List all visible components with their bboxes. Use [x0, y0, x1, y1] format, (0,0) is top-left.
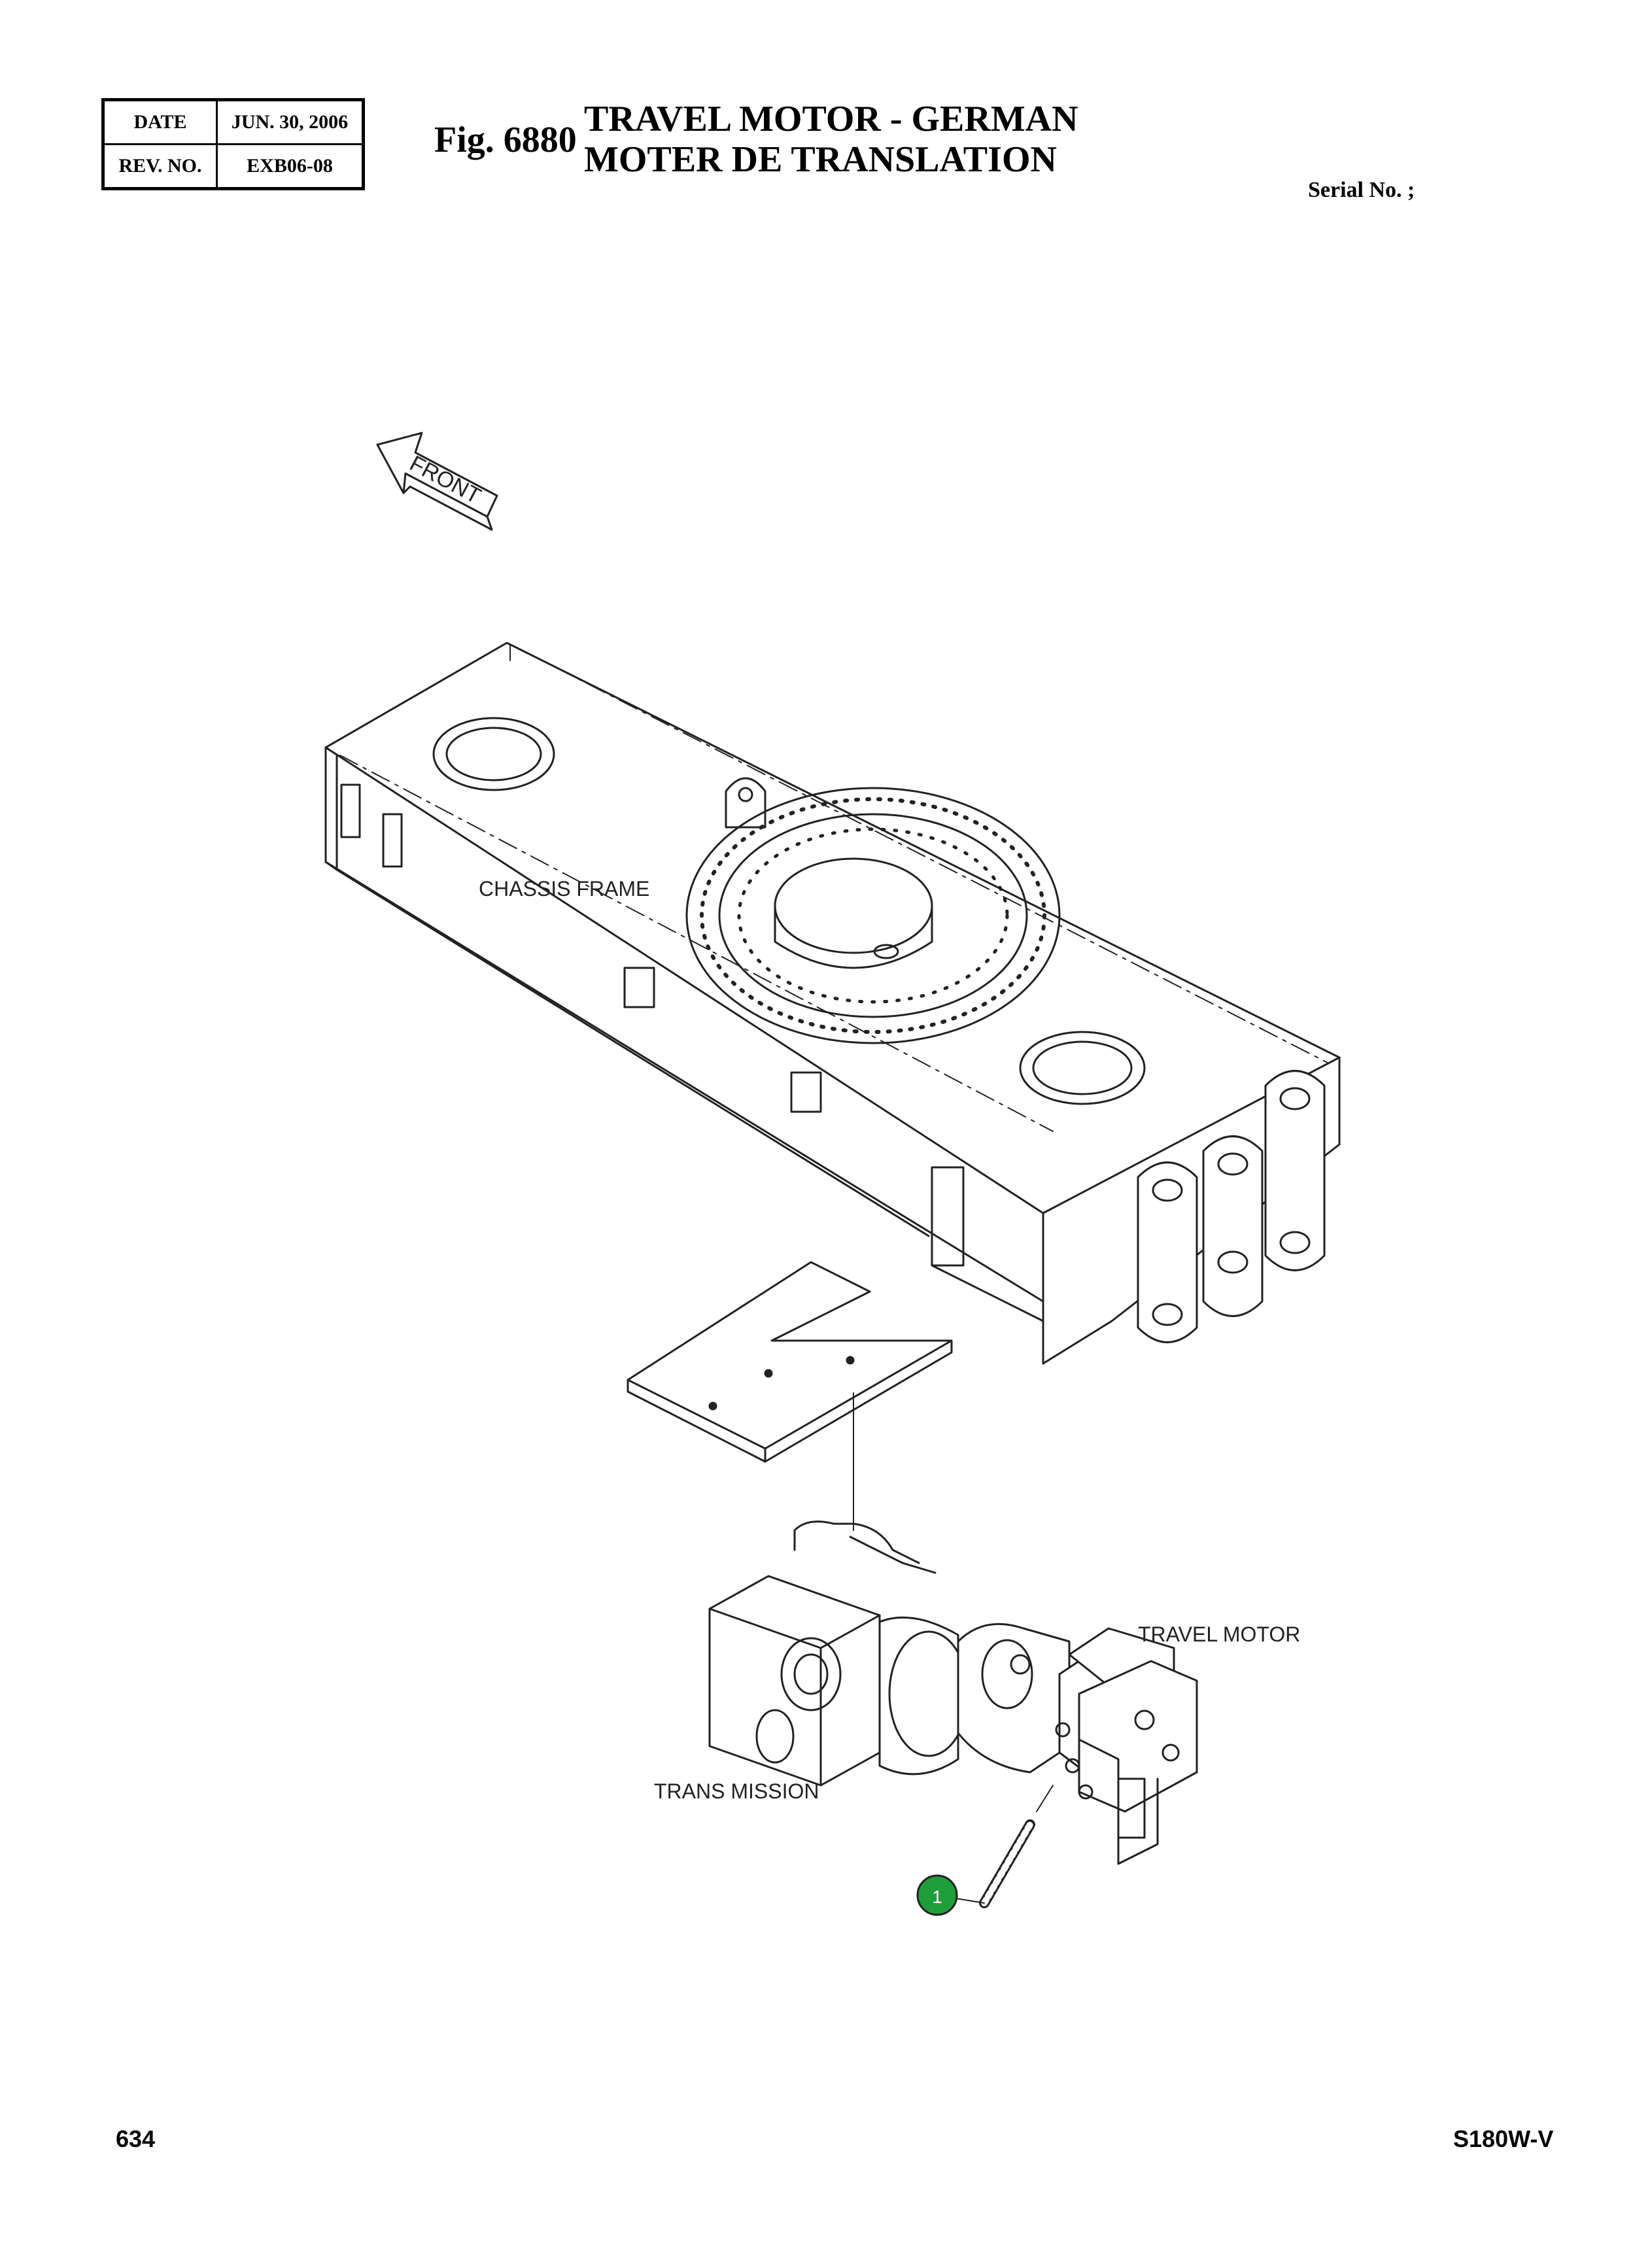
transmission-label: TRANS MISSION: [654, 1779, 819, 1803]
title-english: TRAVEL MOTOR - GERMAN: [584, 99, 1078, 139]
rev-row: REV. NO. EXB06-08: [102, 143, 364, 190]
callout-1[interactable]: 1: [916, 1874, 985, 1916]
figure-number: Fig. 6880: [434, 120, 577, 160]
serial-number-label: Serial No. ;: [1308, 178, 1415, 202]
transmission: TRANS MISSION: [654, 1520, 969, 1803]
chassis-frame: CHASSIS FRAME: [324, 642, 1341, 1365]
model-number: S180W-V: [1453, 2125, 1554, 2152]
bolt-part: [979, 1785, 1054, 1908]
chassis-frame-label: CHASSIS FRAME: [479, 877, 649, 901]
date-row: DATE JUN. 30, 2006: [102, 99, 364, 145]
date-value: JUN. 30, 2006: [216, 99, 364, 145]
title-french: MOTER DE TRANSLATION: [584, 139, 1057, 180]
travel-motor-label: TRAVEL MOTOR: [1138, 1622, 1300, 1646]
page-number: 634: [116, 2125, 156, 2152]
rev-value: EXB06-08: [216, 143, 364, 190]
date-label: DATE: [102, 99, 218, 145]
callout-1-number: 1: [932, 1887, 942, 1907]
revision-info-table: DATE JUN. 30, 2006 REV. NO. EXB06-08: [101, 98, 365, 190]
cover-plate: [627, 1261, 953, 1463]
rev-label: REV. NO.: [102, 143, 218, 190]
callout-marker-icon: [916, 1874, 958, 1916]
travel-motor: TRAVEL MOTOR: [957, 1622, 1300, 1865]
front-arrow-icon: FRONT: [376, 432, 498, 531]
